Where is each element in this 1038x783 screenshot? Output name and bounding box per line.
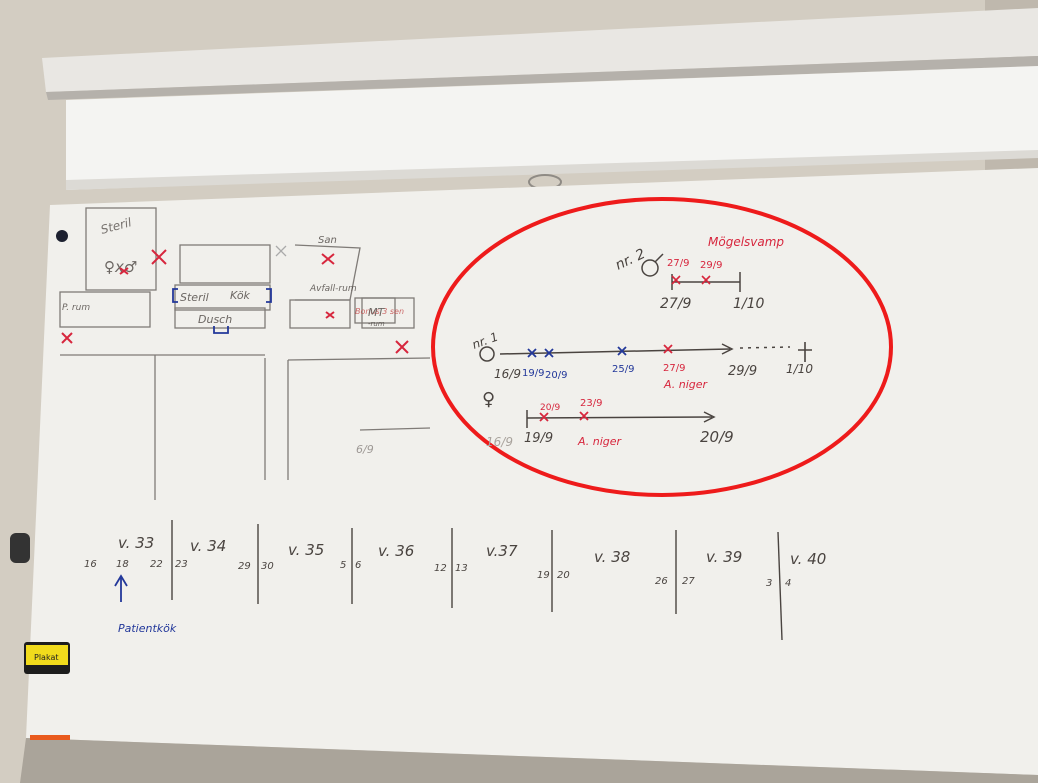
week-label: v.37 [486, 542, 518, 560]
nr2-date-red-2: 29/9 [700, 260, 722, 271]
nr1-line [499, 348, 731, 355]
nr1-end: 29/9 [728, 364, 757, 379]
female-line [526, 416, 713, 419]
female-start-faded: 16/9 [486, 435, 513, 449]
female-end: 20/9 [700, 428, 734, 446]
week-label: v. 36 [378, 542, 414, 560]
steril-label: Steril [180, 291, 209, 304]
female-mark-1: 20/9 [540, 403, 560, 413]
timeline-nr2: nr. 2 Mögelsvamp 27/9 29/9 27/9 1/10 [613, 235, 784, 312]
day-number: 19 [537, 570, 550, 581]
week-label: v. 38 [594, 548, 630, 566]
dusch-label: Dusch [198, 313, 232, 326]
female-organism: A. niger [577, 435, 623, 448]
projector-screen-case [42, 8, 1038, 92]
week-label: v. 34 [190, 537, 226, 555]
mt-label: MT [368, 306, 385, 319]
nr1-death: 1/10 [786, 362, 813, 376]
day-number: 27 [682, 576, 695, 587]
projector-screen-case-shadow [46, 56, 1038, 100]
day-number: 5 [340, 560, 346, 571]
svg-text:Plakat: Plakat [34, 653, 58, 662]
day-number: 6 [355, 560, 361, 571]
red-circle-highlight [431, 197, 893, 497]
female-start: 19/9 [524, 431, 553, 446]
day-number: 4 [785, 578, 791, 589]
nr2-end: 1/10 [733, 296, 765, 312]
nr1-mark-red: 27/9 [663, 363, 685, 374]
san-label: San [318, 235, 337, 246]
day-number: 18 [116, 559, 129, 570]
week-label: v. 35 [288, 541, 324, 559]
week-label: v. 33 [118, 534, 154, 552]
day-numbers: 16 18 22 23 29 30 5 6 12 13 19 20 26 27 … [84, 559, 791, 589]
marker-on-tray [30, 735, 70, 740]
nr1-start: 16/9 [494, 367, 521, 381]
avfallsrum-label: Avfall-rum [309, 284, 357, 294]
sterile-symbols: ♀x♂ [104, 258, 137, 276]
week-label: v. 40 [790, 550, 826, 568]
mt-sub: -rum [368, 320, 385, 328]
day-number: 13 [455, 563, 468, 574]
plan-blue-brackets [172, 288, 272, 334]
nr1-mark-3: 25/9 [612, 364, 634, 375]
female-symbol: ♀ [482, 389, 495, 410]
day-number: 29 [238, 561, 251, 572]
timeline-female: ♀ 16/9 20/9 23/9 19/9 A. niger 20/9 [482, 389, 734, 449]
plan-red-crosses [61, 249, 409, 354]
day-number: 30 [261, 561, 274, 572]
p-room-label: P. rum [62, 303, 90, 313]
day-number: 23 [175, 559, 188, 570]
room-plan [59, 207, 431, 500]
day-number: 12 [434, 563, 447, 574]
nr1-organism: A. niger [663, 378, 709, 391]
nr2-date-red-1: 27/9 [667, 258, 689, 269]
timeline-nr1: nr. 1 16/9 19/9 20/9 25/9 27/9 A. niger … [470, 330, 813, 391]
male-symbol-nr2 [641, 259, 659, 277]
nr2-start: 27/9 [660, 296, 692, 312]
week-dividers [171, 520, 783, 641]
day-number: 26 [655, 576, 668, 587]
room-plan-labels: Steril ♀x♂ P. rum Steril Kök Dusch San A… [62, 215, 404, 456]
patient-arrow [114, 574, 128, 602]
wall-knob [10, 533, 30, 563]
kok-label: Kök [230, 289, 251, 302]
nr2-title: Mögelsvamp [708, 235, 784, 249]
death-cross [798, 342, 812, 362]
female-mark-2: 23/9 [580, 398, 602, 409]
whiteboard-tray [20, 738, 1038, 783]
day-number: 22 [150, 559, 163, 570]
magnet [56, 230, 68, 242]
day-number: 3 [766, 578, 772, 589]
nr1-mark-1: 19/9 [522, 368, 544, 379]
projector-screen-bar [66, 150, 1038, 190]
patient-kitchen-note: Patientkök [118, 622, 177, 635]
plan-grey-cross [275, 245, 287, 257]
day-number: 16 [84, 559, 97, 570]
bonus-label: Bonus 3 sen [355, 307, 404, 316]
whiteboard [26, 168, 1038, 775]
week-label: v. 39 [706, 548, 742, 566]
day-number: 20 [557, 570, 570, 581]
week-labels: v. 33 v. 34 v. 35 v. 36 v.37 v. 38 v. 39… [118, 534, 826, 568]
male-symbol-nr1 [479, 346, 495, 362]
plan-date: 6/9 [356, 443, 374, 456]
nr1-mark-2: 20/9 [545, 370, 567, 381]
whiteboard-eraser: Plakat [24, 642, 70, 674]
